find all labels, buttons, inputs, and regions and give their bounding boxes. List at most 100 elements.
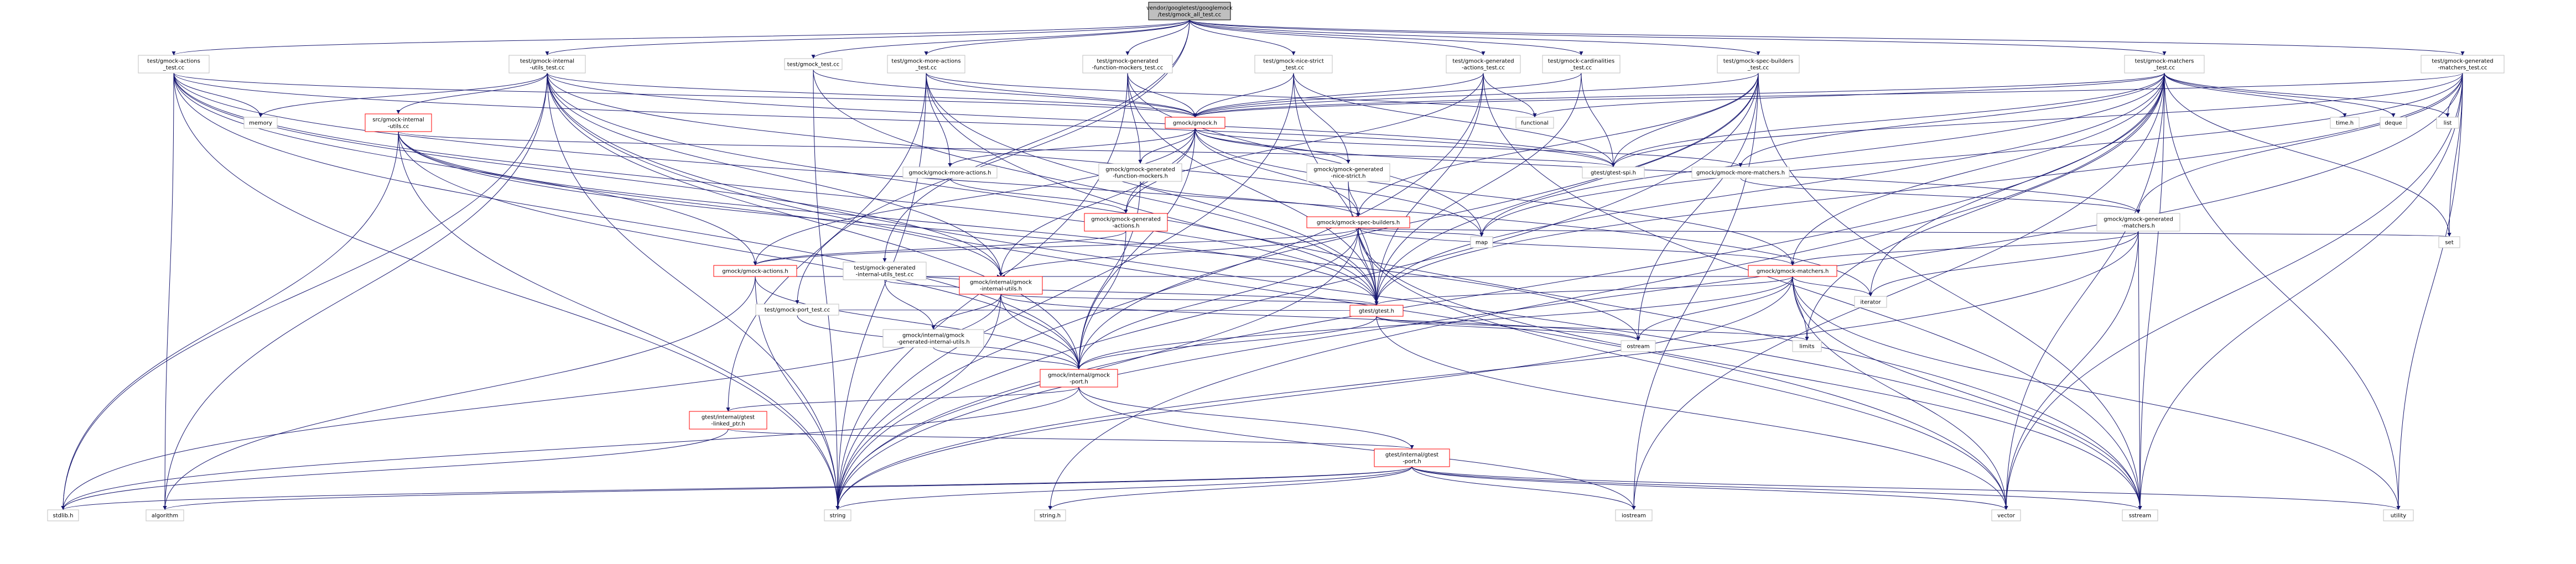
dependency-edge [1411,466,2008,510]
node-deque[interactable]: deque [2380,117,2407,129]
node-label: string.h [1040,513,1061,519]
dependency-edge [2164,72,2450,118]
dependency-edge [2396,72,2463,510]
node-gen-internal-utils-h[interactable]: gmock/internal/gmock-generated-internal-… [882,329,984,348]
node-string[interactable]: string [824,509,851,521]
dependency-edge [1193,72,1759,118]
dependency-edge [1193,72,1294,118]
node-gmock-port-h[interactable]: gmock/internal/gmock-port.h [1040,369,1118,388]
dependency-edge [1194,128,2141,214]
node-stdlib-h[interactable]: stdlib.h [47,509,79,521]
node-gen-fn-mockers-h[interactable]: gmock/gmock-generated-function-mockers.h [1098,163,1182,182]
node-set[interactable]: set [2438,236,2460,248]
node-t-gen-actions[interactable]: test/gmock-generated-actions_test.cc [1446,55,1521,74]
node-label: gmock/gmock-actions.h [722,269,788,275]
node-gmock-actions-h[interactable]: gmock/gmock-actions.h [713,265,797,277]
dependency-edge [163,72,548,510]
node-vector[interactable]: vector [1991,509,2021,521]
node-utility[interactable]: utility [2383,509,2414,521]
node-src-internal-utils[interactable]: src/gmock-internal-utils.cc [365,113,432,132]
dependency-edge [1792,276,1873,297]
node-list[interactable]: list [2436,117,2459,129]
node-string-h[interactable]: string.h [1034,509,1066,521]
node-label: -port.h [1069,379,1088,385]
node-t-gen-internal-utils[interactable]: test/gmock-generated-internal-utils_test… [843,262,927,280]
dependency-edge [1348,181,1379,306]
node-label: -internal-utils.h [980,286,1022,293]
dependency-edge [1374,72,1484,306]
dependency-edge [835,72,1294,510]
dependency-edge [1411,466,2142,510]
node-t-actions[interactable]: test/gmock-actions_test.cc [138,55,210,74]
node-gtest-port-h[interactable]: gtest/internal/gtest-port.h [1374,448,1450,467]
node-t-gen-fn-mockers[interactable]: test/gmock-generated-function-mockers_te… [1082,55,1173,74]
dependency-edge [1376,316,1640,341]
node-label: functional [1521,121,1549,127]
node-t-cardinalities[interactable]: test/gmock-cardinalities_test.cc [1542,55,1621,74]
node-gen-actions-h[interactable]: gmock/gmock-generated-actions.h [1084,213,1168,232]
dependency-edge [926,72,1197,118]
dependency-edge [1758,72,2142,510]
node-gmock-more-matchers[interactable]: gmock/gmock-more-matchers.h [1691,166,1790,179]
node-t-nice-strict[interactable]: test/gmock-nice-strict_test.cc [1254,55,1333,74]
node-map[interactable]: map [1470,236,1493,248]
node-gtest-linked-ptr[interactable]: gtest/internal/gtest-linked_ptr.h [689,411,767,430]
node-gen-nice-strict-h[interactable]: gmock/gmock-generated-nice-strict.h [1306,163,1390,182]
node-ostream[interactable]: ostream [1621,340,1656,352]
node-label: -matchers_test.cc [2438,65,2487,71]
node-t-gmock[interactable]: test/gmock_test.cc [784,58,843,70]
dependency-edge [1193,72,2463,118]
node-t-more-actions[interactable]: test/gmock-more-actions_test.cc [887,55,965,74]
node-t-port[interactable]: test/gmock-port_test.cc [755,304,839,316]
node-functional[interactable]: functional [1515,117,1554,129]
node-gtest-spi[interactable]: gtest/gtest-spi.h [1582,166,1645,179]
dependency-edge [1194,128,1743,168]
node-gmock-h[interactable]: gmock/gmock.h [1165,117,1225,129]
node-label: _test.cc [915,65,937,71]
dependency-edge [1479,72,2463,237]
node-internal-utils-h[interactable]: gmock/internal/gmock-internal-utils.h [959,276,1043,295]
node-t-internal[interactable]: test/gmock-internal-utils_test.cc [508,55,586,74]
node-root[interactable]: vendor/googletest/googlemock/test/gmock_… [1146,2,1233,20]
dependency-edge [1374,72,1582,306]
node-time-h[interactable]: time.h [2330,117,2360,129]
dependency-edge [2004,231,2139,510]
node-label: _test.cc [163,65,184,71]
node-sstream[interactable]: sstream [2122,509,2158,521]
node-iostream[interactable]: iostream [1615,509,1653,521]
node-label: gmock/internal/gmock [902,333,964,339]
node-t-gen-matchers[interactable]: test/gmock-generated-matchers_test.cc [2421,55,2505,74]
node-memory[interactable]: memory [243,117,278,129]
node-t-matchers[interactable]: test/gmock-matchers_test.cc [2124,55,2205,74]
dependency-edge [547,72,1081,370]
node-gen-matchers-h[interactable]: gmock/gmock-generated-matchers.h [2096,213,2180,232]
node-limits[interactable]: limits [1792,340,1822,352]
dependency-edge [1193,72,1582,118]
node-label: -matchers.h [2122,223,2155,229]
dependency-edge [1611,72,2165,168]
node-spec-builders-h[interactable]: gmock/gmock-spec-builders.h [1306,216,1410,228]
dependency-edge [173,72,263,118]
dependency-edge [1293,72,1616,168]
dependency-edge [2136,72,2463,214]
node-label: -linked_ptr.h [711,421,745,427]
node-label: vendor/googletest/googlemock [1146,6,1233,12]
node-label: gmock/internal/gmock [970,280,1032,286]
node-algorithm[interactable]: algorithm [146,509,184,521]
dependency-edge [1000,294,1640,341]
node-label: list [2444,121,2452,127]
node-gmock-matchers-h[interactable]: gmock/gmock-matchers.h [1748,265,1837,277]
node-label: test/gmock-generated [1097,59,1158,65]
dependency-edge [1189,19,1296,56]
node-gmock-more-actions[interactable]: gmock/gmock-more-actions.h [902,166,998,179]
node-label: gmock/gmock-generated [2104,217,2173,223]
dependency-edge [1358,227,2008,510]
dependency-edge [163,72,174,510]
dependency-edge [1805,72,2165,341]
node-gtest-h[interactable]: gtest/gtest.h [1349,305,1404,317]
node-iterator[interactable]: iterator [1854,296,1887,308]
dependency-edge [547,72,2008,510]
node-label: gtest/gtest.h [1359,309,1394,315]
dependency-edge [1374,72,1759,306]
node-t-spec-builders[interactable]: test/gmock-spec-builders_test.cc [1717,55,1800,74]
